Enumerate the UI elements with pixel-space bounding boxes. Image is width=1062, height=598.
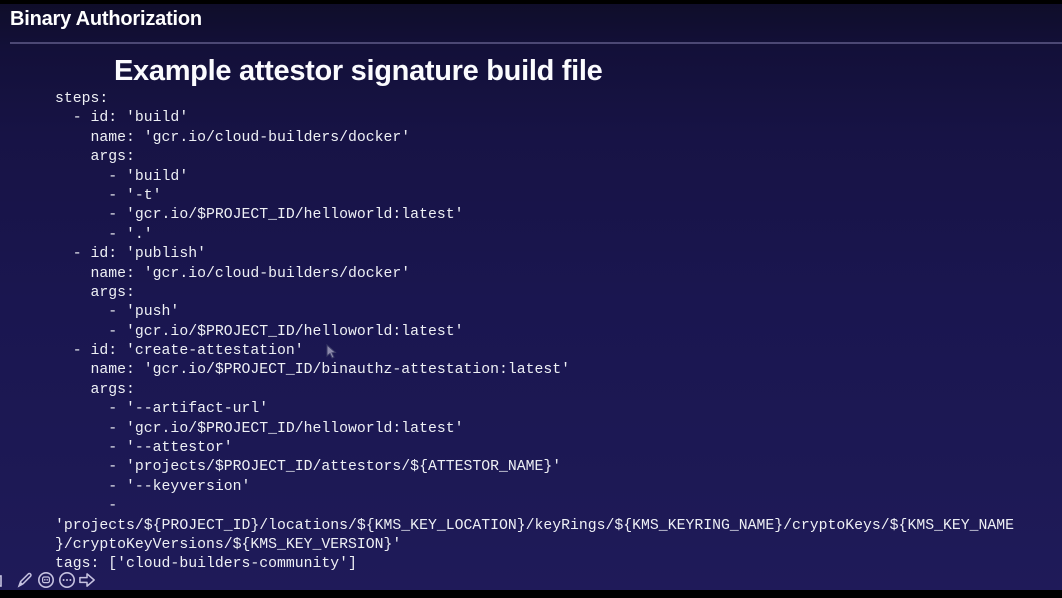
code-line: - id: 'create-attestation' xyxy=(55,343,304,360)
deck-header-title: Binary Authorization xyxy=(10,8,202,30)
mouse-cursor xyxy=(326,344,337,359)
slide-title: Example attestor signature build file xyxy=(114,55,603,87)
code-line: steps: xyxy=(55,91,109,107)
forward-arrow-tool-icon[interactable] xyxy=(78,571,97,590)
annotation-toolbar xyxy=(0,570,97,590)
code-line: - 'projects/$PROJECT_ID/attestors/${ATTE… xyxy=(55,459,562,476)
code-line: - '--keyversion' xyxy=(55,478,251,495)
code-line: - id: 'publish' xyxy=(55,246,206,263)
code-line: args: xyxy=(55,149,135,166)
code-line: - '.' xyxy=(55,226,153,243)
code-line: - xyxy=(55,498,118,515)
code-block: steps: - id: 'build' name: 'gcr.io/cloud… xyxy=(55,90,1062,575)
code-line: 'projects/${PROJECT_ID}/locations/${KMS_… xyxy=(55,517,1014,534)
code-line: tags: ['cloud-builders-community'] xyxy=(55,556,357,573)
square-shape-tool-icon[interactable] xyxy=(0,571,13,590)
pencil-tool-icon[interactable] xyxy=(15,571,34,590)
code-line: - 'gcr.io/$PROJECT_ID/helloworld:latest' xyxy=(55,207,464,224)
stamp-tool-icon[interactable] xyxy=(36,571,55,590)
code-line: }/cryptoKeyVersions/${KMS_KEY_VERSION}' xyxy=(55,536,402,553)
code-line: - 'gcr.io/$PROJECT_ID/helloworld:latest' xyxy=(55,323,464,340)
code-line: - 'build' xyxy=(55,168,189,185)
code-line: - id: 'build' xyxy=(55,110,189,127)
header-separator xyxy=(10,42,1062,44)
top-letterbox xyxy=(0,0,1062,4)
code-line: - 'gcr.io/$PROJECT_ID/helloworld:latest' xyxy=(55,420,464,437)
code-line: name: 'gcr.io/$PROJECT_ID/binauthz-attes… xyxy=(55,362,571,379)
code-line: args: xyxy=(55,284,135,301)
presentation-slide: Binary Authorization Example attestor si… xyxy=(0,4,1062,590)
bottom-letterbox xyxy=(0,590,1062,598)
code-line: - '--attestor' xyxy=(55,440,233,457)
code-line: - 'push' xyxy=(55,304,180,321)
code-line: - '-t' xyxy=(55,187,162,204)
code-line: name: 'gcr.io/cloud-builders/docker' xyxy=(55,129,411,146)
more-tools-icon[interactable] xyxy=(57,571,76,590)
code-line: - '--artifact-url' xyxy=(55,401,269,418)
code-line: name: 'gcr.io/cloud-builders/docker' xyxy=(55,265,411,282)
code-line: args: xyxy=(55,381,135,398)
